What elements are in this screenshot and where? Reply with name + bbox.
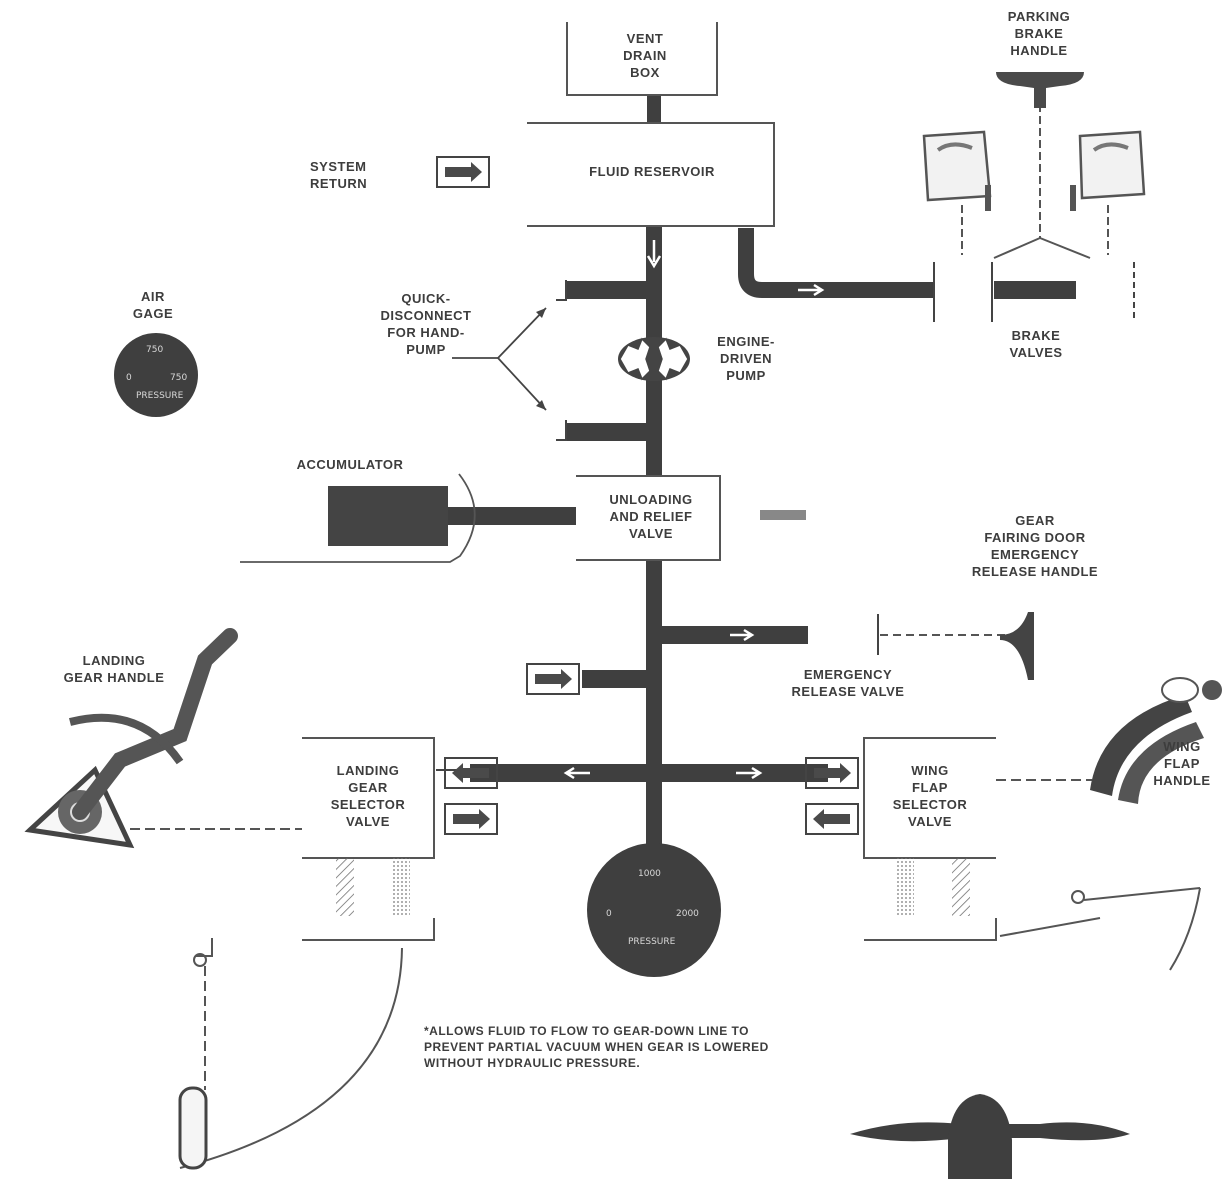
landing-gear-selector-valve-label: LANDING GEAR SELECTOR VALVE [330, 763, 406, 829]
brake-pedal-right [1070, 130, 1146, 211]
air-gage-label: AIR GAGE [132, 289, 174, 321]
fluid-reservoir-label: FLUID RESERVOIR [589, 164, 715, 179]
landing-gear-selector [130, 737, 498, 1170]
landing-gear-handle-shape [24, 628, 238, 849]
parking-brake-handle-label: PARKING BRAKE HANDLE [1007, 9, 1071, 58]
wing-flap-handle-shape [1090, 677, 1222, 804]
quick-disconnect-label: QUICK- DISCONNECT FOR HAND- PUMP [380, 291, 472, 357]
fluid-reservoir [527, 122, 775, 227]
air-gage-tick-a: 750 [146, 345, 163, 355]
air-gage-tick-c: 750 [170, 373, 187, 383]
brake-supply-line [738, 228, 1076, 299]
air-gage-tick-d: PRESSURE [136, 391, 184, 401]
wing-flap-selector-valve-label: WING FLAP SELECTOR VALVE [892, 763, 968, 829]
system-return-symbol [436, 156, 490, 188]
emergency-release-line [662, 612, 1034, 680]
brake-valves-label: BRAKE VALVES [1009, 328, 1063, 360]
accumulator-label: ACCUMULATOR [296, 457, 404, 472]
accumulator-shape [240, 473, 576, 563]
air-gage: 750 0 750 PRESSURE [114, 333, 198, 417]
vent-drain-box-label: VENT DRAIN BOX [623, 31, 667, 80]
system-return-label: SYSTEM RETURN [310, 159, 368, 191]
quick-disconnect-fittings [452, 280, 648, 441]
brake-valves-assembly [933, 92, 1135, 322]
vent-drain-box [566, 22, 718, 96]
parking-brake-handle-shape [996, 72, 1084, 108]
pressure-gauge-label: PRESSURE [628, 937, 676, 947]
return-symbol-mid [526, 663, 646, 695]
air-gage-tick-b: 0 [126, 373, 132, 383]
propeller-silhouette [850, 1094, 1130, 1179]
pressure-tick-2000: 2000 [676, 909, 699, 919]
main-pressure-line [646, 95, 662, 860]
footnote: *ALLOWS FLUID TO FLOW TO GEAR-DOWN LINE … [424, 1024, 769, 1070]
selector-supply-line [436, 764, 828, 782]
pressure-tick-0: 0 [606, 909, 612, 919]
pressure-gauge: 0 1000 2000 PRESSURE [587, 843, 721, 977]
wing-flap-handle-label: WING FLAP HANDLE [1153, 739, 1211, 788]
unloading-relief-valve [576, 475, 806, 561]
pressure-tick-1000: 1000 [638, 869, 661, 879]
engine-driven-pump-label: ENGINE- DRIVEN PUMP [717, 334, 775, 383]
emergency-release-valve-label: EMERGENCY RELEASE VALVE [791, 667, 905, 699]
brake-pedal-left [922, 130, 992, 211]
gear-fairing-door-label: GEAR FAIRING DOOR EMERGENCY RELEASE HAND… [971, 513, 1099, 579]
engine-driven-pump [618, 337, 690, 381]
unloading-relief-valve-label: UNLOADING AND RELIEF VALVE [609, 492, 693, 541]
landing-gear-handle-label: LANDING GEAR HANDLE [63, 653, 165, 685]
flow-arrow-down [646, 240, 662, 269]
wing-flap-selector [805, 737, 1201, 971]
